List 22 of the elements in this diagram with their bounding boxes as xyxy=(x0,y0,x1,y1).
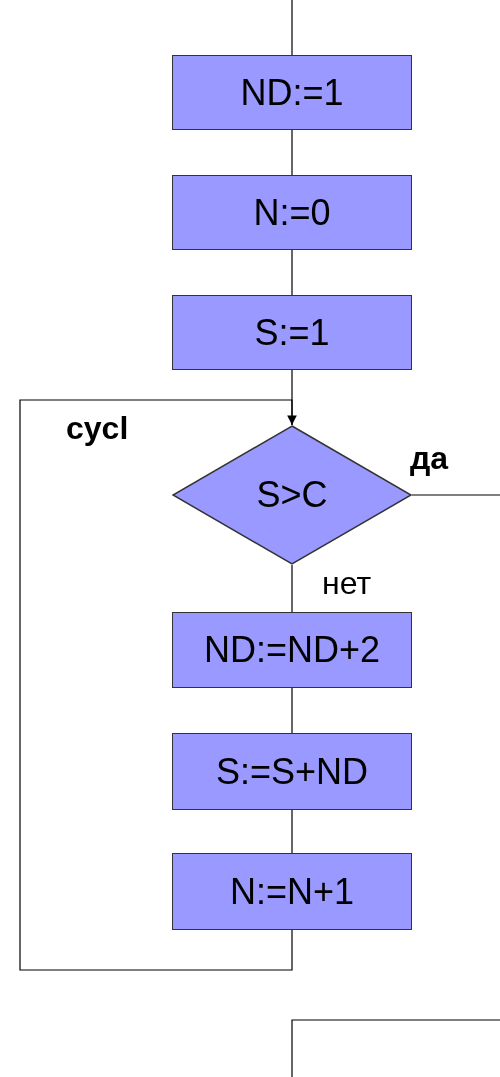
process-box xyxy=(172,853,412,930)
connector-line xyxy=(291,129,293,176)
statement-text: S:=S+ND xyxy=(215,750,369,793)
connector-line xyxy=(291,687,293,734)
process-box xyxy=(172,55,412,130)
statement-text: ND:=ND+2 xyxy=(203,629,381,671)
connector-line xyxy=(291,0,293,56)
connector-line xyxy=(291,564,293,613)
statement-text: S>C xyxy=(256,474,328,516)
statement-text: N:=0 xyxy=(253,191,331,234)
process-box xyxy=(172,733,412,810)
statement-text: N:=N+1 xyxy=(229,870,355,913)
process-box xyxy=(172,295,412,370)
process-box xyxy=(172,612,412,688)
connector-line xyxy=(291,809,293,854)
connector-line xyxy=(291,249,293,296)
process-box xyxy=(172,175,412,250)
arrow xyxy=(19,399,297,971)
statement-text: ND:=1 xyxy=(240,71,344,114)
decision-diamond xyxy=(172,425,412,565)
statement-text: S:=1 xyxy=(254,311,330,354)
connector-line xyxy=(411,494,500,496)
